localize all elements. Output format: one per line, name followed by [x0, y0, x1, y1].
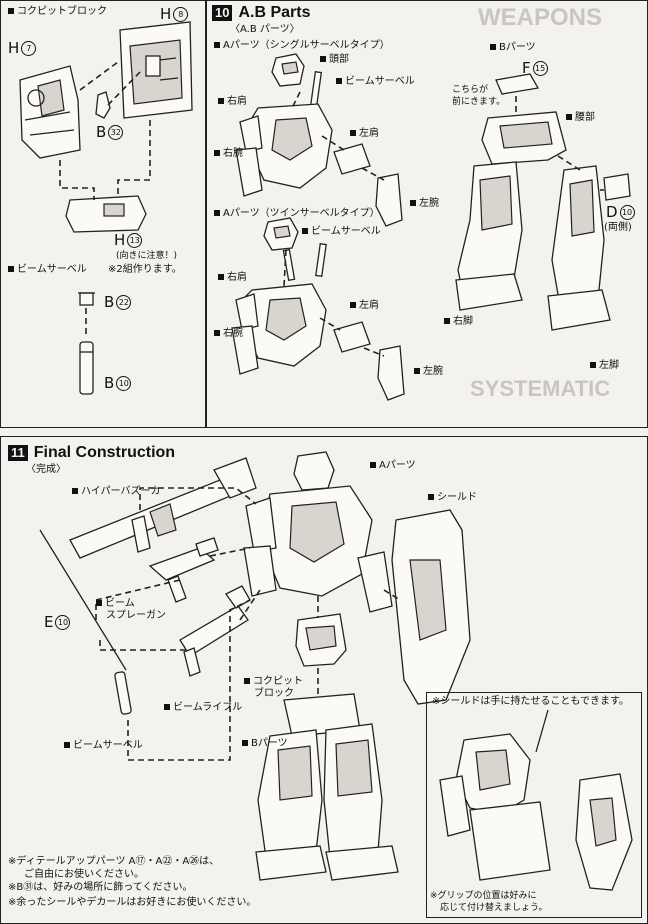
a-parts-twin-label: Aパーツ（ツインサーベルタイプ） [214, 208, 380, 220]
make-two-note: ※2組作ります。 [108, 264, 182, 275]
right-arm-label-1: 右腕 [214, 148, 243, 160]
beam-spray-gun-label-2: スプレーガン [106, 610, 166, 621]
panel-cockpit [0, 0, 206, 428]
waist-label: 腰部 [566, 112, 595, 124]
front-note-1: こちらが [452, 85, 489, 95]
beam-saber-label-11: ビームサーベル [64, 740, 143, 752]
beam-saber-label-top: ビームサーベル [8, 264, 87, 276]
footnote-1: ※ディテールアップパーツ A⑰・A㉒・A㉖は、 [8, 856, 220, 867]
hyper-bazooka-label: ハイパーバズーカ [72, 486, 161, 498]
right-arm-label-2: 右腕 [214, 328, 243, 340]
both-sides-note: (両側) [604, 222, 632, 233]
right-leg-label: 右脚 [444, 316, 473, 328]
shield-label: シールド [428, 492, 477, 504]
step-11-subtitle: 〈完成〉 [26, 464, 66, 475]
right-shoulder-label-1: 右肩 [218, 96, 247, 108]
footnote-3: ※B㉛は、好みの場所に飾ってください。 [8, 882, 193, 893]
left-arm-label-1: 左腕 [410, 198, 439, 210]
front-note-2: 前にきます。 [452, 97, 506, 107]
cockpit-block-label-11b: ブロック [254, 688, 294, 699]
grip-note-1: ※グリップの位置は好みに [430, 891, 537, 901]
left-shoulder-label-2: 左肩 [350, 300, 379, 312]
beam-saber-label-1: ビームサーベル [336, 76, 415, 88]
step-10-subtitle: 〈A.B パーツ〉 [230, 24, 300, 35]
shield-hand-note: ※シールドは手に持たせることもできます。 [432, 696, 629, 707]
beam-saber-label-2: ビームサーベル [302, 226, 381, 238]
b-parts-label-10: Bパーツ [490, 42, 536, 54]
footnote-4: ※余ったシールやデカールはお好きにお使いください。 [8, 897, 257, 908]
beam-rifle-label: ビームライフル [164, 702, 242, 714]
a-parts-label-11: Aパーツ [370, 460, 416, 472]
head-label: 頭部 [320, 54, 349, 66]
a-parts-single-label: Aパーツ（シングルサーベルタイプ） [214, 40, 390, 52]
cockpit-block-drawing [19, 65, 81, 159]
left-arm-label-2: 左腕 [414, 366, 443, 378]
cockpit-block-label-11a: コクピット [244, 676, 303, 688]
cockpit-block-label: コクピットブロック [8, 6, 107, 18]
footnote-2: ご自由にお使いください。 [24, 869, 144, 880]
left-leg-label: 左脚 [590, 360, 619, 372]
grip-note-2: 応じて付け替えましょう。 [440, 903, 548, 913]
h8-frame-drawing [119, 21, 193, 119]
bg-heading-systematic: SYSTEMATIC [470, 376, 611, 401]
beam-spray-gun-label-1: ビーム [96, 598, 135, 610]
left-shoulder-label-1: 左肩 [350, 128, 379, 140]
b-parts-label-11: Bパーツ [242, 738, 288, 750]
right-shoulder-label-2: 右肩 [218, 272, 247, 284]
inset-hand-shield [426, 692, 642, 918]
h13-orientation-note: (向きに注意！) [116, 251, 178, 261]
bg-heading-weapons: WEAPONS [478, 4, 603, 31]
